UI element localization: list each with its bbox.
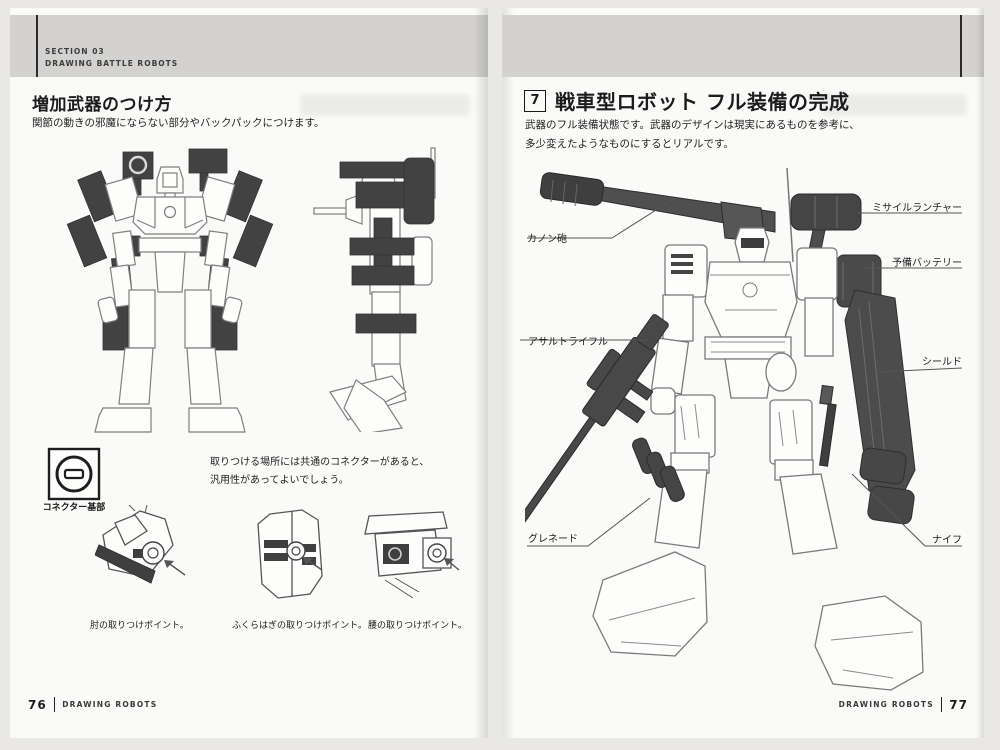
- connector-base-label: コネクター基部: [42, 503, 106, 513]
- page-right: 7 戦車型ロボット フル装備の完成 武器のフル装備状態です。武器のデザインは現実…: [502, 8, 984, 738]
- footer-divider: [940, 697, 943, 712]
- page-subtitle: 関節の動きの邪魔にならない部分やバックパックにつけます。: [32, 117, 325, 129]
- section-title: DRAWING BATTLE ROBOTS: [45, 59, 179, 68]
- section-header-band-right: [502, 15, 984, 77]
- book-title: DRAWING ROBOTS: [62, 700, 158, 709]
- label-knife: ナイフ: [932, 535, 962, 546]
- label-missile-launcher: ミサイルランチャー: [872, 203, 962, 214]
- connector-note-line1: 取りつける場所には共通のコネクターがあると、: [210, 457, 430, 468]
- page-title: 戦車型ロボット フル装備の完成: [555, 90, 850, 114]
- page-number: 77: [949, 697, 968, 712]
- bleed-through-artifact: [300, 94, 470, 116]
- section-header-band: SECTION 03 DRAWING BATTLE ROBOTS: [10, 15, 488, 77]
- footer-divider: [53, 697, 56, 712]
- label-assault-rifle: アサルトライフル: [528, 337, 608, 348]
- caption-elbow: 肘の取りつけポイント。: [90, 621, 189, 631]
- page-title: 増加武器のつけ方: [32, 95, 172, 115]
- elbow-attach-sketch: [95, 505, 186, 584]
- book-title: DRAWING ROBOTS: [838, 700, 934, 709]
- connector-note: 取りつける場所には共通のコネクターがあると、 汎用性があってよいでしょう。: [210, 454, 429, 490]
- page-number: 76: [28, 697, 47, 712]
- step-number-box: 7: [524, 89, 546, 112]
- bleed-through-artifact: [822, 94, 967, 116]
- footer-left: 76 DRAWING ROBOTS: [28, 697, 157, 712]
- label-grenade: グレネード: [528, 534, 578, 545]
- section-header: SECTION 03 DRAWING BATTLE ROBOTS: [45, 46, 178, 70]
- label-cannon: カノン砲: [527, 234, 567, 245]
- section-header-rule: [36, 15, 38, 77]
- page-left: SECTION 03 DRAWING BATTLE ROBOTS 増加武器のつけ…: [10, 8, 488, 738]
- caption-calf: ふくらはぎの取りつけポイント。: [232, 621, 367, 631]
- page-subtitle: 武器のフル装備状態です。武器のデザインは現実にあるものを参考に、 多少変えたよう…: [525, 116, 860, 155]
- robot-front-view-figure: [66, 148, 274, 433]
- section-header-rule-right: [960, 15, 962, 77]
- page-subtitle-line2: 多少変えたようなものにするとリアルです。: [525, 138, 734, 151]
- footer-right: DRAWING ROBOTS 77: [839, 697, 968, 712]
- label-spare-battery: 予備バッテリー: [892, 258, 962, 269]
- connector-note-line2: 汎用性があってよいでしょう。: [210, 475, 349, 486]
- connector-base-icon: [47, 447, 101, 501]
- section-number: SECTION 03: [45, 47, 105, 56]
- robot-side-view-figure: [313, 147, 436, 432]
- tank-robot-figure: [525, 167, 924, 691]
- caption-waist: 腰の取りつけポイント。: [368, 621, 467, 631]
- page-subtitle-line1: 武器のフル装備状態です。武器のデザインは現実にあるものを参考に、: [525, 119, 860, 131]
- calf-attach-sketch: [257, 509, 323, 599]
- label-shield: シールド: [922, 357, 962, 368]
- waist-attach-sketch: [364, 511, 460, 599]
- page-title-row: 7 戦車型ロボット フル装備の完成: [524, 86, 849, 115]
